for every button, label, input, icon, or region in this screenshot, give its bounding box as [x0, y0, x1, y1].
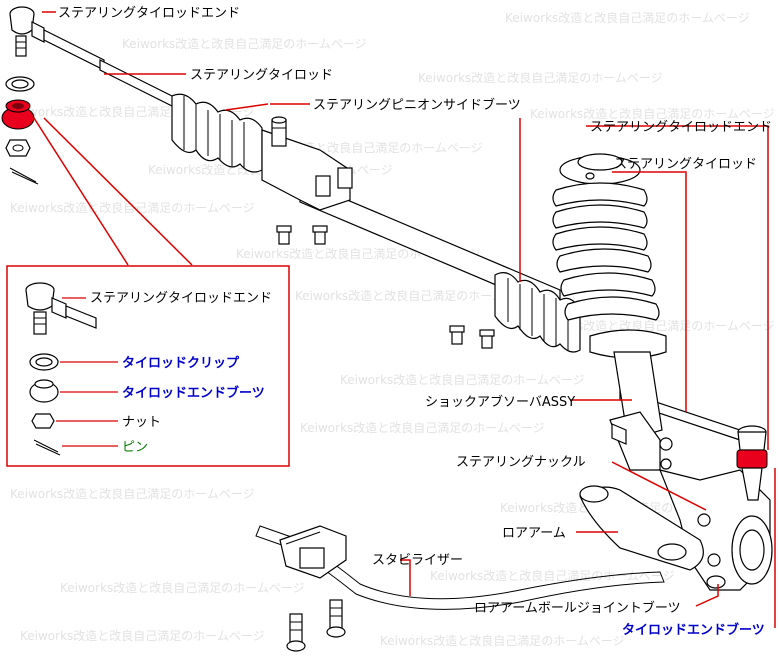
inset-leader — [33, 117, 129, 266]
inset-label-tie-rod-end: ステアリングタイロッドエンド — [90, 291, 272, 306]
nut-left — [5, 139, 31, 157]
rack-bolt — [479, 329, 495, 349]
lower-arm — [579, 485, 726, 589]
inset-label-nut: ナット — [122, 415, 161, 430]
inset-leader — [43, 117, 193, 266]
label-tie-rod-end-right: ステアリングタイロッドエンド — [590, 120, 772, 135]
label-lower-arm: ロアアーム — [502, 526, 566, 541]
watermark: Keiworks改造と改良自己満足のホームページ — [10, 200, 255, 215]
label-tie-rod-end-top: ステアリングタイロッドエンド — [58, 6, 240, 21]
inset-label-tie-rod-end-boot: タイロッドエンドブーツ — [122, 385, 265, 401]
stabilizer-bar — [255, 525, 665, 652]
label-tie-rod-right: ステアリングタイロッド — [614, 157, 757, 172]
label-ball-joint-boot: ロアアームボールジョイントブーツ — [474, 600, 681, 616]
label-shock-absorber: ショックアブソーバASSY — [425, 394, 575, 410]
watermark: Keiworks改造と改良自己満足のホームページ — [60, 580, 305, 595]
strut-assembly — [552, 153, 673, 471]
watermark: Keiworks改造と改良自己満足のホームページ — [295, 288, 540, 303]
watermark: Keiworks改造と改良自己満足のホームページ — [430, 568, 675, 583]
leader-lines — [42, 11, 776, 628]
stabilizer-bolt — [286, 613, 306, 652]
watermark: Keiworks改造と改良自己満足のホームページ — [505, 10, 750, 25]
tie-rod-clip-left — [5, 76, 35, 92]
inset-tie-rod-end-boot — [29, 379, 59, 403]
label-knuckle: ステアリングナックル — [456, 455, 586, 470]
tie-rod-end-boot-left — [1, 99, 35, 130]
label-stabilizer: スタビライザー — [372, 553, 463, 568]
tie-rod-end-boot-right — [736, 449, 768, 469]
stabilizer-bolt — [326, 599, 346, 638]
rack-bolt — [449, 325, 465, 345]
inset-label-tie-rod-clip: タイロッドクリップ — [122, 356, 240, 371]
watermark: Keiworks改造と改良自己満足のホームページ — [530, 106, 775, 121]
watermark: Keiworks改造と改良自己満足のホームページ — [300, 420, 545, 435]
watermarks: Keiworks改造と改良自己満足のホームページ Keiworks改造と改良自己… — [10, 10, 775, 648]
watermark: Keiworks改造と改良自己満足のホームページ — [380, 633, 625, 648]
watermark: Keiworks改造と改良自己満足のホームページ — [20, 628, 265, 643]
watermark: Keiworks改造と改良自己満足のホームページ — [10, 486, 255, 501]
tie-rod-end-left — [9, 6, 105, 71]
label-tie-rod-end-boot-bottom: タイロッドエンドブーツ — [622, 622, 765, 638]
rack-bolt — [312, 225, 328, 245]
watermark: Keiworks改造と改良自己満足のホームページ — [340, 372, 585, 387]
watermark: Keiworks改造と改良自己満足のホームページ — [122, 36, 367, 51]
inset-label-pin: ピン — [122, 440, 148, 455]
watermark: Keiworks改造と改良自己満足のホームページ — [418, 70, 663, 85]
label-pinion-boot: ステアリングピニオンサイドブーツ — [313, 97, 521, 113]
cotter-pin-left — [9, 167, 39, 185]
inset-tie-rod-clip — [29, 353, 59, 371]
label-tie-rod-top: ステアリングタイロッド — [190, 68, 333, 83]
inset-cotter-pin — [33, 439, 61, 456]
inset-nut — [31, 413, 55, 429]
inset-box — [6, 265, 290, 467]
inset-tie-rod-end — [25, 282, 97, 335]
rack-bolt — [276, 225, 292, 245]
watermark: Keiworks改造と改良自己満足のホームページ — [530, 318, 775, 333]
